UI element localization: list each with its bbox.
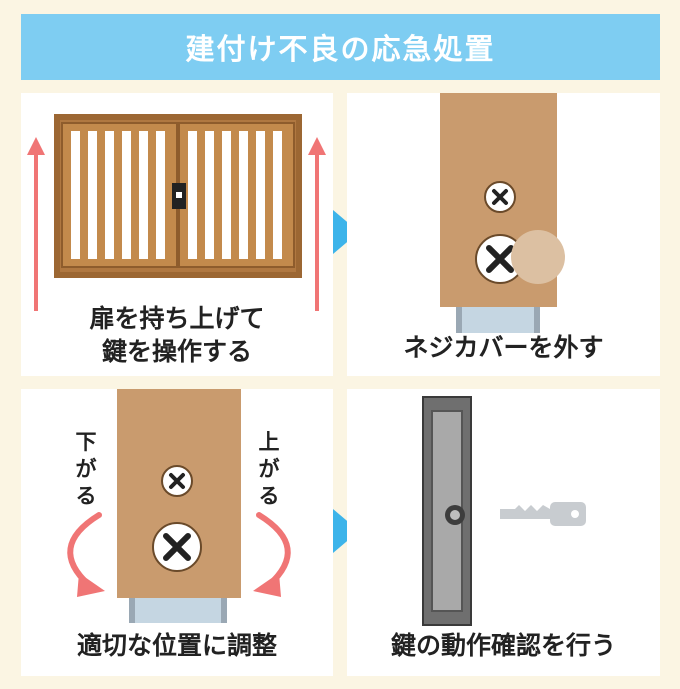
step3-caption: 適切な位置に調整 [76,631,277,660]
page-title: 建付け不良の応急処置 [185,32,496,66]
step-panel-check-lock: 鍵の動作確認を行う [347,389,660,676]
step4-caption: 鍵の動作確認を行う [390,631,616,660]
door-adjust-illustration [67,389,291,623]
step2-caption: ネジカバーを外す [403,333,604,362]
rotate-up-arrow-icon [253,512,291,597]
screw-icon-small [161,465,193,497]
screw-icon-large [475,234,525,284]
title-banner: 建付け不良の応急処置 [21,14,660,80]
screw-cover-icon [511,230,565,284]
down-label: 下がる [75,430,97,508]
key-icon [500,502,586,526]
rotate-down-arrow-icon [67,512,105,597]
up-label: 上がる [258,430,280,508]
screw-icon-small [484,181,516,213]
step-panel-remove-cover: ネジカバーを外す [347,93,660,376]
step-panel-adjust: 下がる 上がる 適切な位置に調整 [21,389,333,676]
lock-plate-illustration [422,396,586,626]
crescent-lock-icon [172,183,186,209]
screw-icon-large [152,522,202,572]
lock-plate-icon [422,396,472,626]
sliding-window-illustration [27,114,326,311]
up-arrow-icon-right [308,137,326,311]
up-arrow-icon-left [27,137,45,311]
step-panel-lift-door: 扉を持ち上げて 鍵を操作する [21,93,333,376]
step1-caption: 扉を持ち上げて 鍵を操作する [89,304,265,366]
door-edge-illustration [440,93,565,333]
